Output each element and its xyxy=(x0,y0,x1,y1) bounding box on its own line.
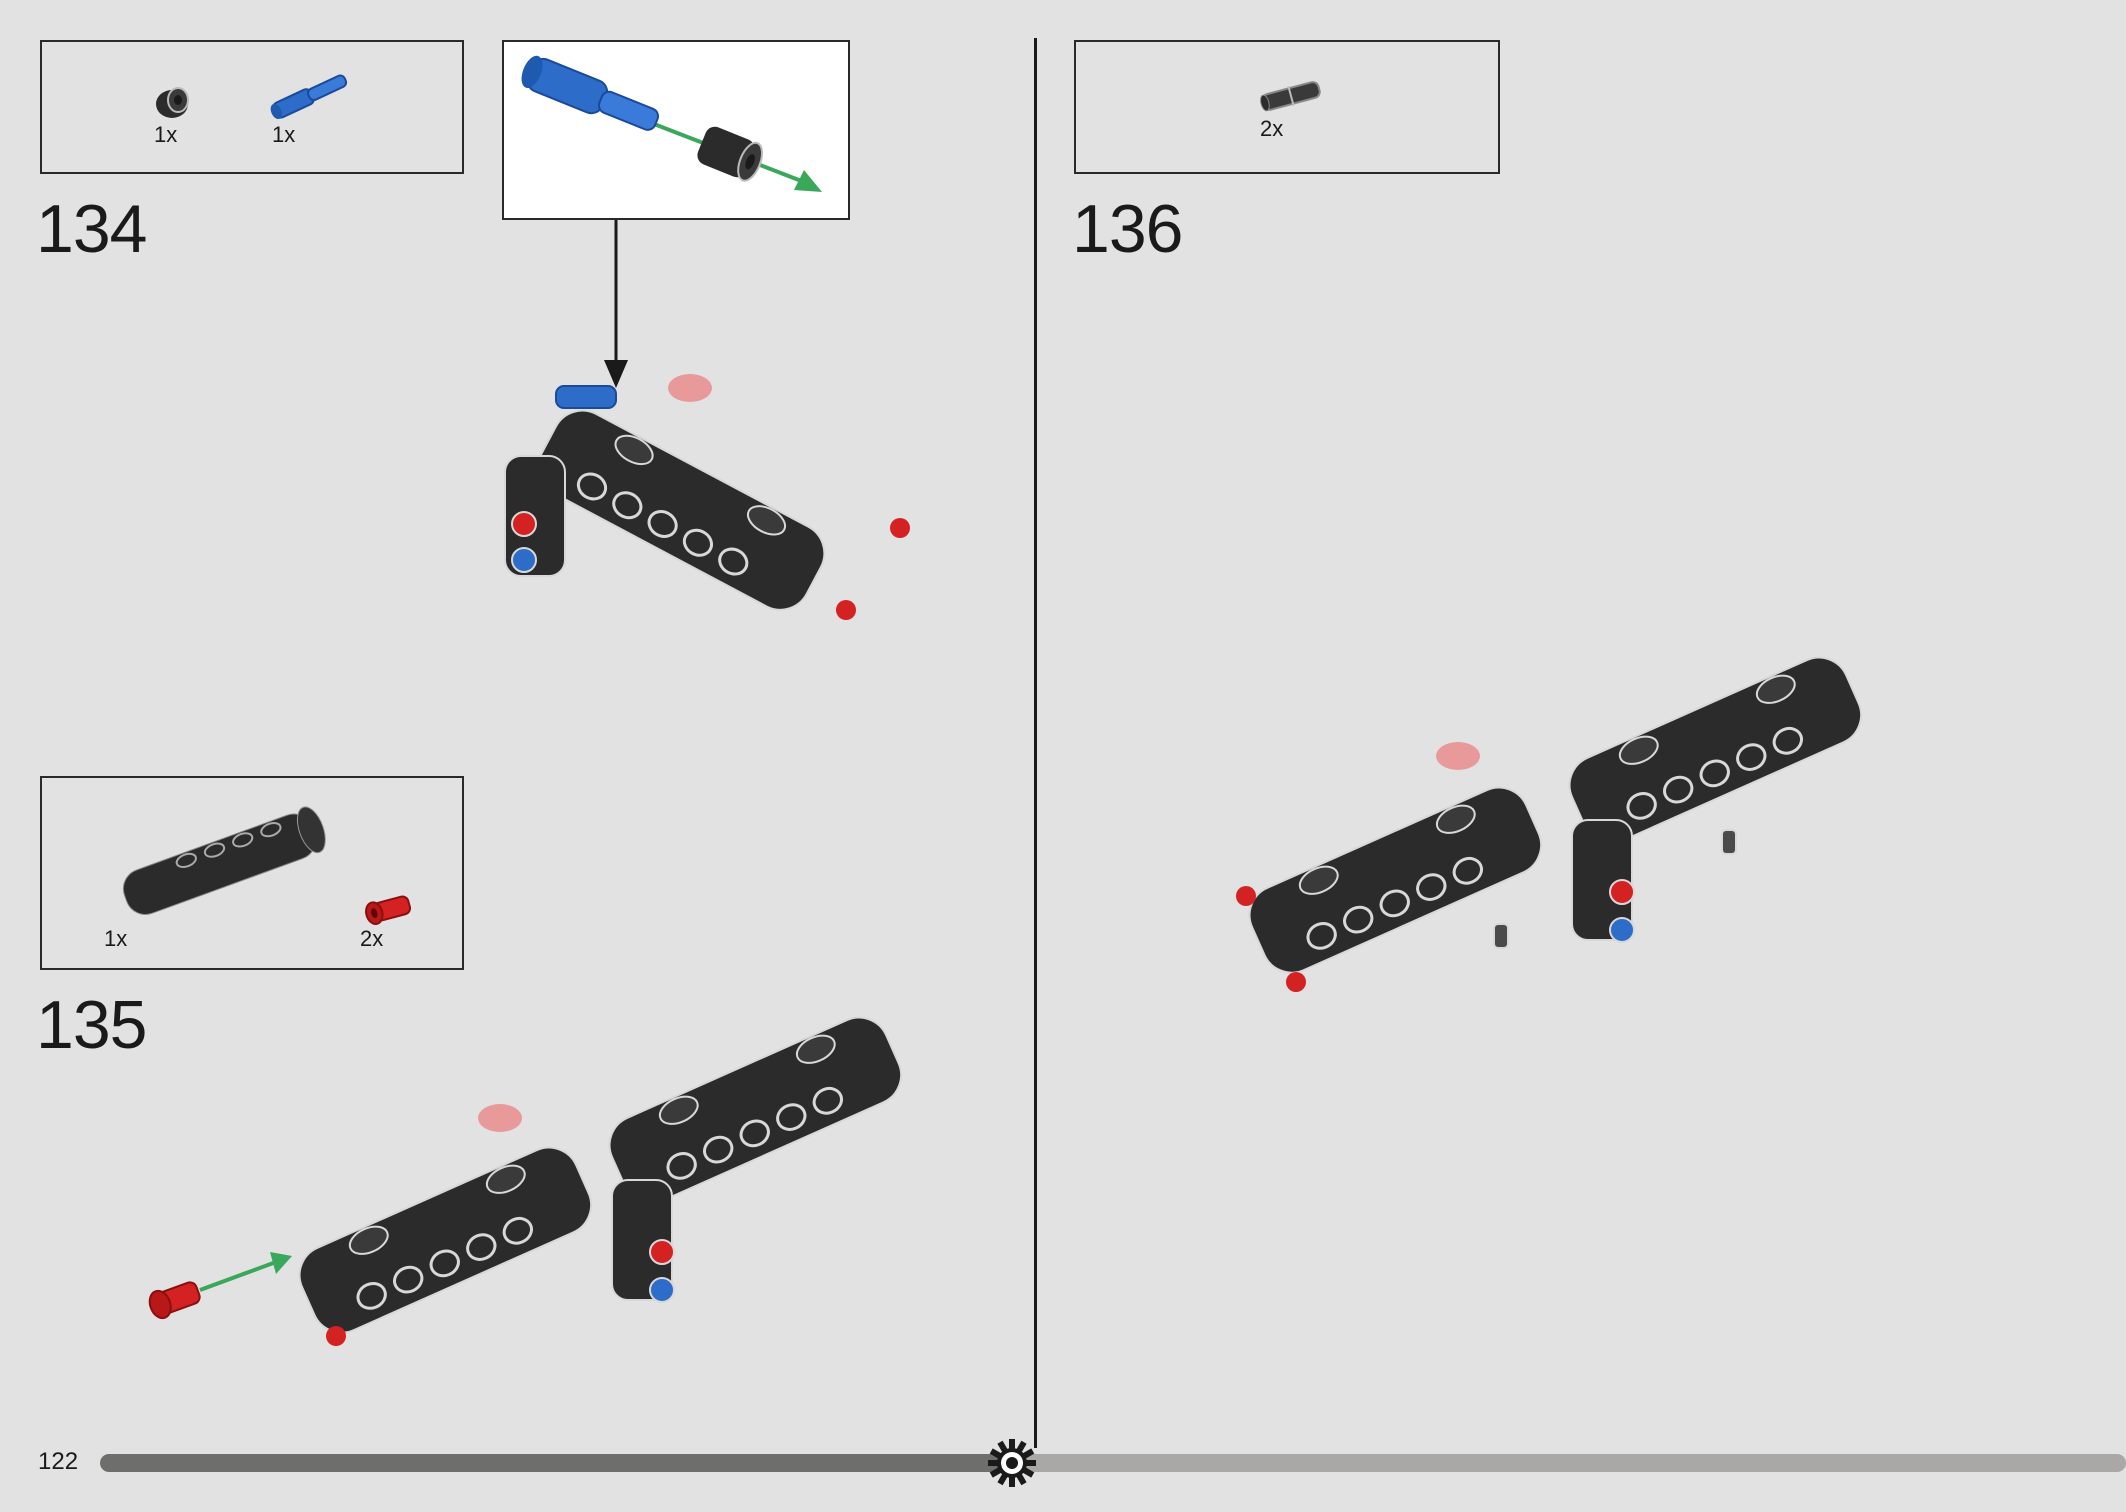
pin-insert-illustration xyxy=(521,55,822,192)
black-beam-assembly-part-icon xyxy=(122,806,326,915)
page-number: 122 xyxy=(38,1448,79,1475)
step-135-part-1-qty: 1x xyxy=(104,926,128,951)
gear-icon xyxy=(987,1439,1036,1487)
step-134-part-1-qty: 1x xyxy=(154,122,178,147)
red-pin-part-icon xyxy=(365,895,412,926)
step-136-assembly xyxy=(1236,646,1873,992)
step-135-part-2-qty: 2x xyxy=(360,926,384,951)
step-136-part-1-qty: 2x xyxy=(1260,116,1284,141)
step-134-callout xyxy=(502,40,850,220)
step-136-parts-box: 2x xyxy=(1074,40,1500,174)
progress-bar xyxy=(100,1454,2126,1472)
step-134-assembly xyxy=(504,220,910,622)
step-135-assembly xyxy=(148,1006,913,1346)
blue-axle-pin-part-icon xyxy=(270,74,348,120)
step-number-136: 136 xyxy=(1072,191,1183,267)
step-number-134: 134 xyxy=(36,191,147,267)
step-135-parts-box: 1x 2x xyxy=(40,776,464,970)
step-134-part-2-qty: 1x xyxy=(272,122,296,147)
bush-part-icon xyxy=(156,87,189,118)
step-number-135: 135 xyxy=(36,987,147,1063)
step-134-parts-box: 1x 1x xyxy=(40,40,464,174)
progress-bar-fill xyxy=(100,1454,1012,1472)
grey-pin-connector-part-icon xyxy=(1260,81,1321,112)
page-divider xyxy=(1034,38,1037,1448)
